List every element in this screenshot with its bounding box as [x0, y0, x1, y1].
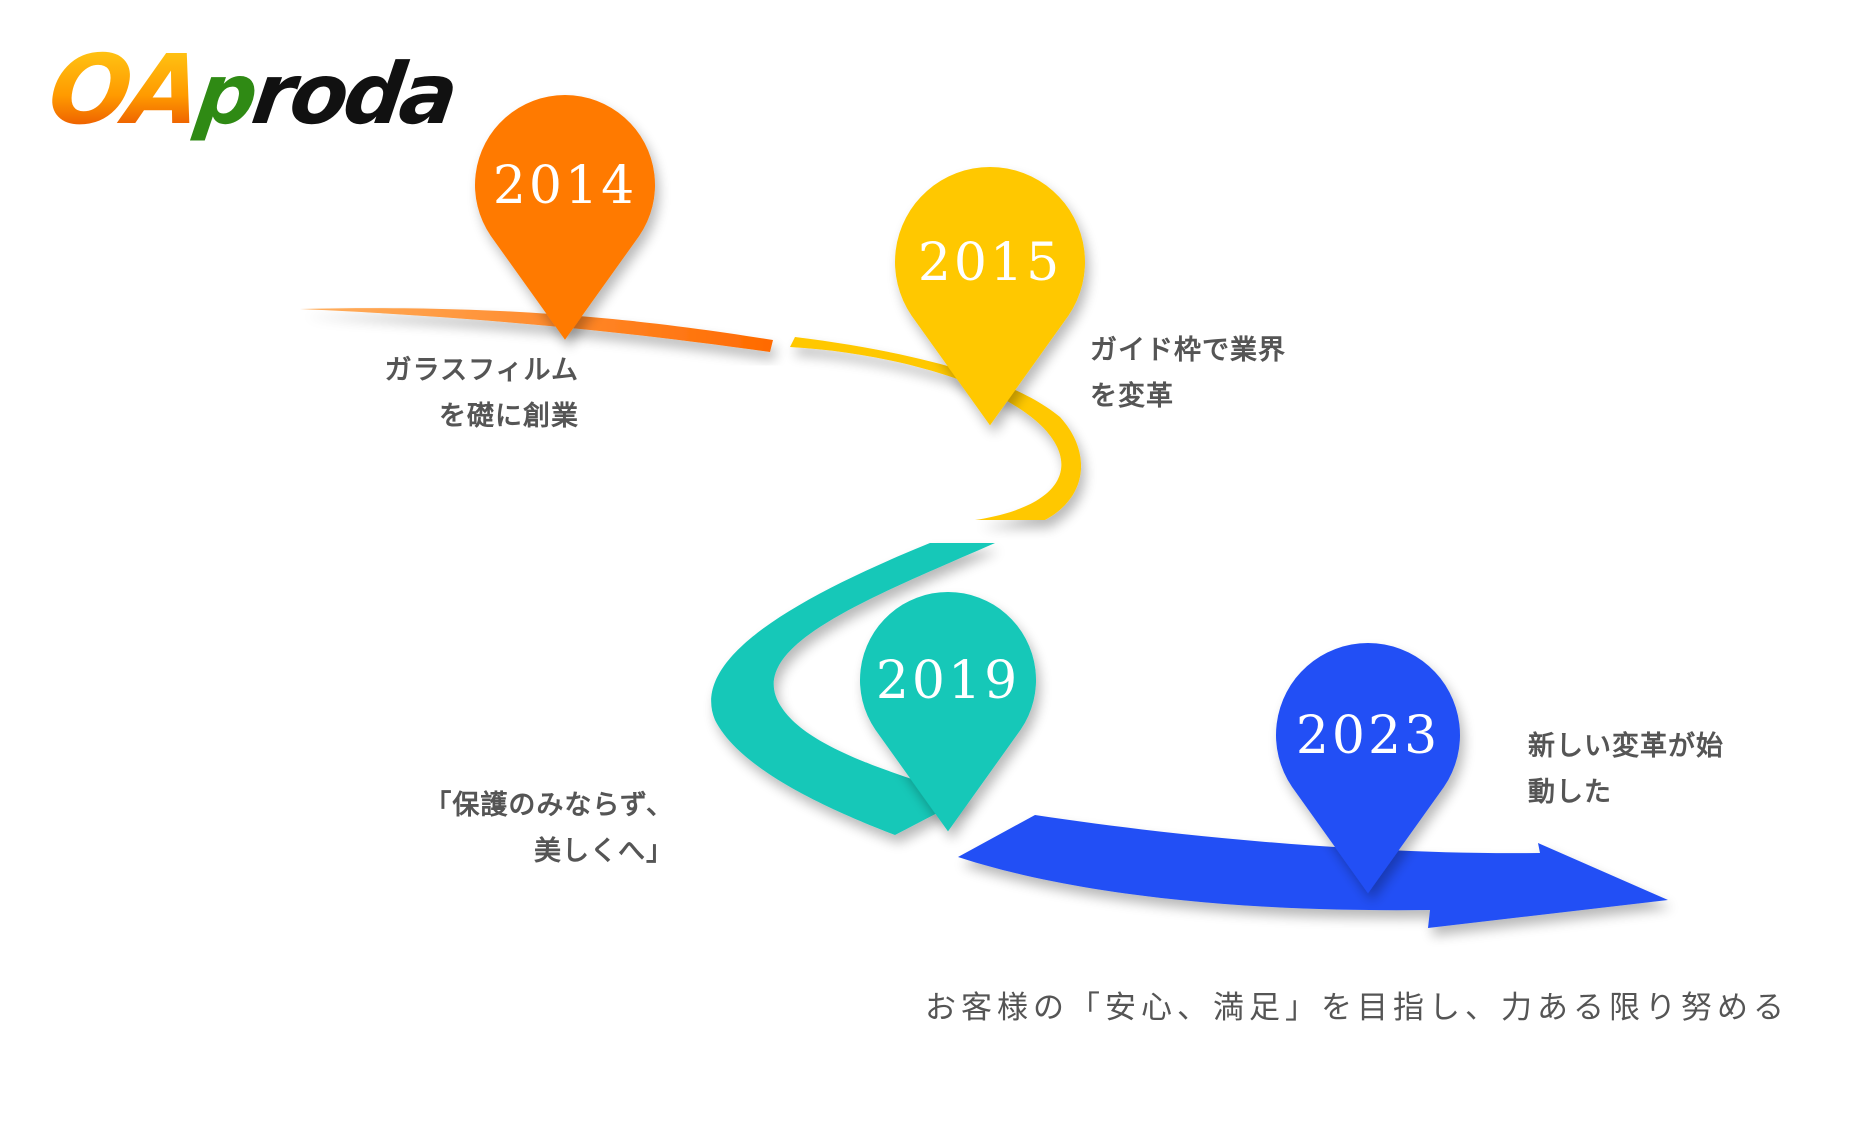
- pin-year-label: 2023: [1296, 706, 1440, 766]
- company-motto: お客様の「安心、満足」を目指し、力ある限り努める: [925, 990, 1789, 1026]
- pin-year-label: 2015: [918, 233, 1062, 293]
- road-arrow-2023: [958, 815, 1668, 928]
- pin-shape-2019: [860, 592, 1037, 832]
- logo-oa-text: OA: [42, 34, 206, 146]
- pin-marker-2019: 2019: [860, 592, 1037, 832]
- pin-marker-2015: 2015: [895, 166, 1085, 426]
- caption-line: を変革: [1090, 381, 1174, 412]
- pin-marker-2014: 2014: [475, 94, 655, 340]
- pin-year-label: 2019: [876, 651, 1020, 711]
- caption-line: ガイド枠で業界: [1090, 335, 1286, 366]
- milestone-2023-caption: 新しい変革が始 動した: [1528, 724, 1724, 816]
- milestone-2014-caption: ガラスフィルム を礎に創業: [385, 348, 579, 440]
- oaproda-logo: OAproda: [42, 34, 460, 146]
- road-segment-2014: [300, 308, 773, 352]
- pin-marker-2023: 2023: [1276, 643, 1461, 894]
- caption-line: 「保護のみならず、: [424, 790, 674, 821]
- pin-year-label: 2014: [493, 156, 637, 216]
- caption-line: ガラスフィルム: [384, 355, 579, 386]
- milestone-2015-caption: ガイド枠で業界 を変革: [1090, 328, 1286, 420]
- milestone-2019-caption: 「保護のみならず、 美しくへ」: [424, 783, 674, 875]
- caption-line: を礎に創業: [439, 401, 579, 432]
- road-segment-2019: [711, 543, 995, 835]
- pin-shape-2014: [475, 94, 655, 340]
- road-segment-2015: [790, 337, 1082, 520]
- caption-line: 新しい変革が始: [1528, 731, 1724, 762]
- pin-shape-2015: [895, 166, 1085, 426]
- caption-line: 動した: [1528, 777, 1612, 808]
- pin-shape-2023: [1276, 643, 1461, 894]
- caption-line: 美しくへ」: [534, 836, 674, 867]
- logo-roda-text: roda: [246, 45, 461, 143]
